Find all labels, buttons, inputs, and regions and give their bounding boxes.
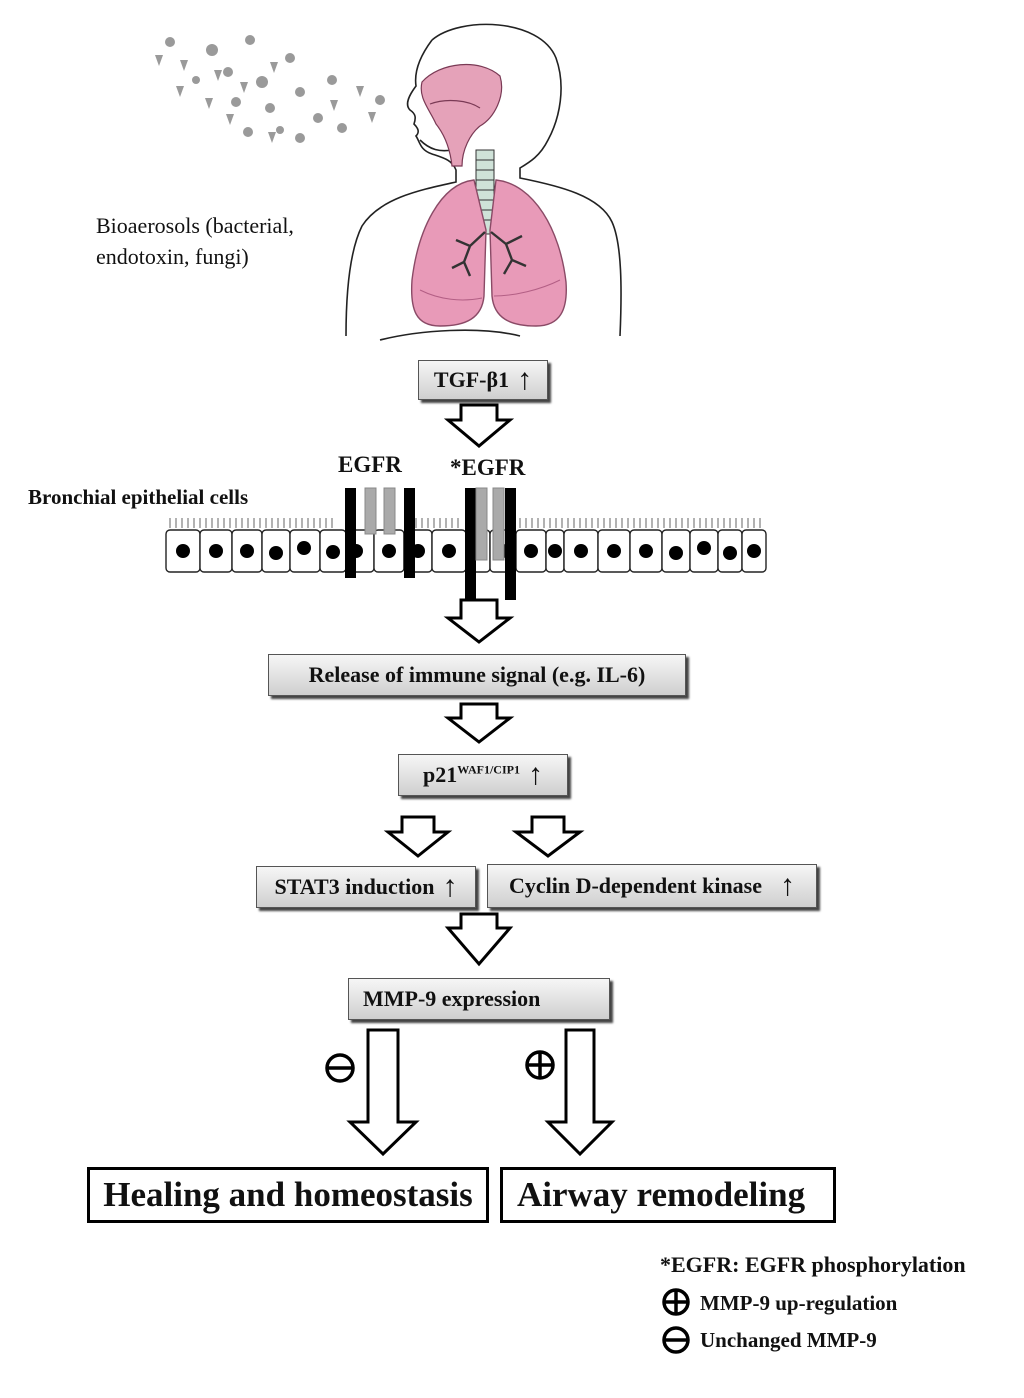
p21-superscript: WAF1/CIP1 <box>457 762 520 777</box>
p21-box: p21WAF1/CIP1 ↑ <box>398 754 568 796</box>
arrow-down-icon <box>544 1028 616 1157</box>
remodeling-outcome-box: Airway remodeling <box>500 1167 836 1223</box>
stat3-box: STAT3 induction ↑ <box>256 866 476 908</box>
arrow-down-icon <box>511 815 585 858</box>
arrow-down-icon <box>443 598 515 644</box>
tgf-beta1-label: TGF-β1 <box>433 367 510 392</box>
p21-main: p21 <box>423 762 458 787</box>
right-lung <box>489 179 567 327</box>
tgf-beta1-box: TGF-β1 ↑ <box>418 360 548 400</box>
phospho-egfr-receptor-inner <box>475 487 505 561</box>
up-arrow-icon: ↑ <box>517 363 533 396</box>
arrow-down-icon <box>443 403 515 448</box>
healing-outcome-box: Healing and homeostasis <box>87 1167 489 1223</box>
healing-outcome-label: Healing and homeostasis <box>103 1175 473 1214</box>
arrow-down-icon <box>383 815 453 858</box>
arrow-down-icon <box>346 1028 420 1157</box>
bioaerosol-label-line2: endotoxin, fungi) <box>96 244 249 269</box>
egfr-receptor-inactive <box>364 487 396 535</box>
egfr-receptor <box>345 488 415 578</box>
cyclin-label: Cyclin D-dependent kinase <box>508 873 763 898</box>
mmp9-box: MMP-9 expression <box>348 978 610 1020</box>
minus-sign-icon <box>325 1053 355 1083</box>
up-arrow-icon: ↑ <box>780 869 796 902</box>
bioaerosol-particles <box>155 35 385 143</box>
legend-minus-icon <box>662 1326 690 1354</box>
immune-signal-label: Release of immune signal (e.g. IL-6) <box>308 662 646 687</box>
legend-egfr-note: *EGFR: EGFR phosphorylation <box>660 1252 966 1277</box>
egfr-label: EGFR <box>338 452 402 477</box>
mmp9-label: MMP-9 expression <box>363 986 541 1011</box>
bronchial-cells-label: Bronchial epithelial cells <box>28 485 249 509</box>
remodeling-outcome-label: Airway remodeling <box>517 1175 806 1214</box>
bioaerosol-label: Bioaerosols (bacterial, endotoxin, fungi… <box>96 210 294 272</box>
legend-plus-icon <box>662 1288 690 1316</box>
up-arrow-icon: ↑ <box>527 758 543 791</box>
stat3-label: STAT3 induction <box>274 874 435 899</box>
up-arrow-icon: ↑ <box>442 870 458 903</box>
nasal-cavity <box>420 63 503 167</box>
epithelial-cell-layer <box>165 487 767 600</box>
cyclin-box: Cyclin D-dependent kinase ↑ <box>487 864 817 908</box>
phospho-egfr-label: *EGFR <box>450 455 526 480</box>
legend-plus-label: MMP-9 up-regulation <box>700 1291 898 1315</box>
arrow-down-icon <box>444 912 514 967</box>
bioaerosol-label-line1: Bioaerosols (bacterial, <box>96 213 294 238</box>
plus-sign-icon <box>525 1050 555 1080</box>
left-lung <box>410 179 487 327</box>
respiratory-illustration <box>155 23 622 341</box>
legend-minus-label: Unchanged MMP-9 <box>700 1328 877 1352</box>
p21-label: p21WAF1/CIP1 <box>423 762 520 788</box>
immune-signal-box: Release of immune signal (e.g. IL-6) <box>268 654 686 696</box>
phospho-egfr-receptor <box>465 488 516 600</box>
arrow-down-icon <box>443 702 515 744</box>
